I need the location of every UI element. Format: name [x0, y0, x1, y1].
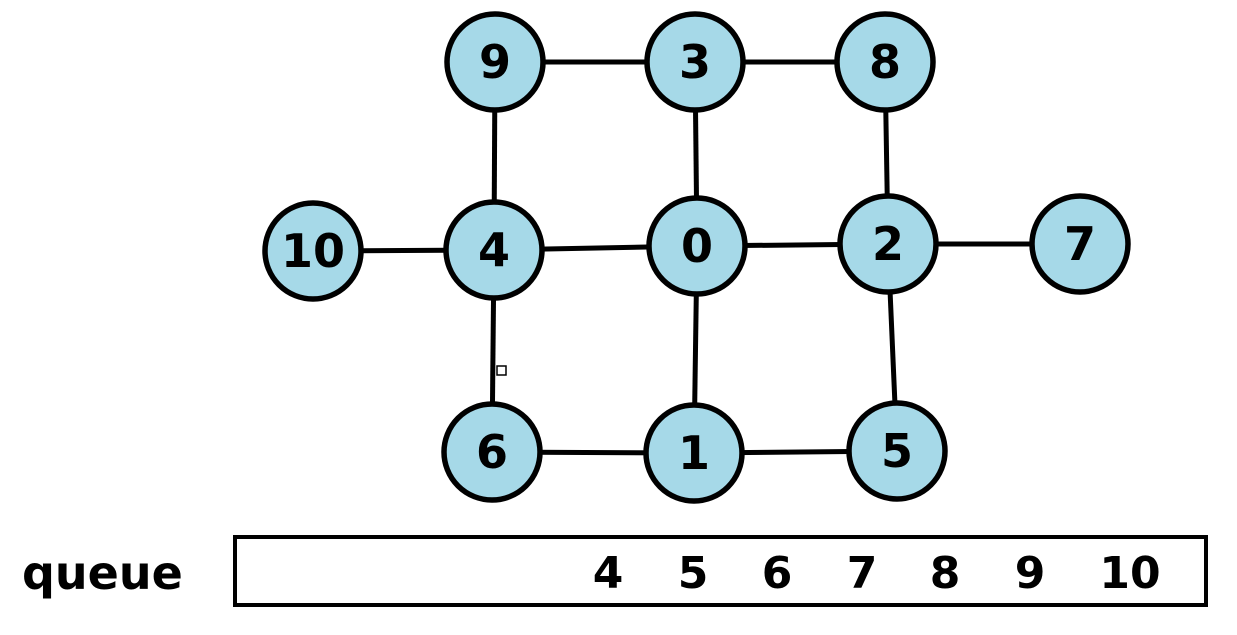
- graph-node-6: [441, 401, 543, 503]
- graph-node-label-6: 6: [476, 425, 508, 479]
- graph-node-label-2: 2: [872, 217, 904, 271]
- queue-item-9: 9: [1014, 548, 1046, 599]
- graph-node-7: [1029, 193, 1131, 295]
- graph-node-9: [444, 11, 546, 113]
- graph-node-2: [837, 193, 939, 295]
- queue-item-7: 7: [846, 548, 878, 599]
- graph-node-label-7: 7: [1064, 217, 1096, 271]
- graph-node-label-0: 0: [681, 219, 713, 273]
- graph-node-4: [443, 199, 545, 301]
- small-square-marker: [496, 365, 507, 376]
- graph-node-label-4: 4: [478, 223, 510, 277]
- graph-node-label-10: 10: [281, 224, 345, 278]
- queue-label: queue: [22, 546, 183, 600]
- graph-node-label-8: 8: [869, 35, 901, 89]
- queue-item-6: 6: [761, 548, 793, 599]
- graph-node-3: [644, 11, 746, 113]
- queue-item-4: 4: [592, 548, 624, 599]
- graph-node-label-1: 1: [678, 426, 710, 480]
- queue-box: [233, 535, 1208, 607]
- queue-item-10: 10: [1099, 548, 1161, 599]
- queue-item-8: 8: [929, 548, 961, 599]
- marker-layer: [496, 365, 507, 376]
- graph-node-label-5: 5: [881, 424, 913, 478]
- graph-node-label-3: 3: [679, 35, 711, 89]
- queue-item-5: 5: [677, 548, 709, 599]
- graph-node-0: [646, 195, 748, 297]
- graph-node-10: [262, 200, 364, 302]
- graph-node-8: [834, 11, 936, 113]
- graph-node-label-9: 9: [479, 35, 511, 89]
- node-layer: 9 3 8 10 4 0 2 7 6 1 5: [262, 11, 1131, 504]
- graph-node-5: [846, 400, 948, 502]
- graph-node-1: [643, 402, 745, 504]
